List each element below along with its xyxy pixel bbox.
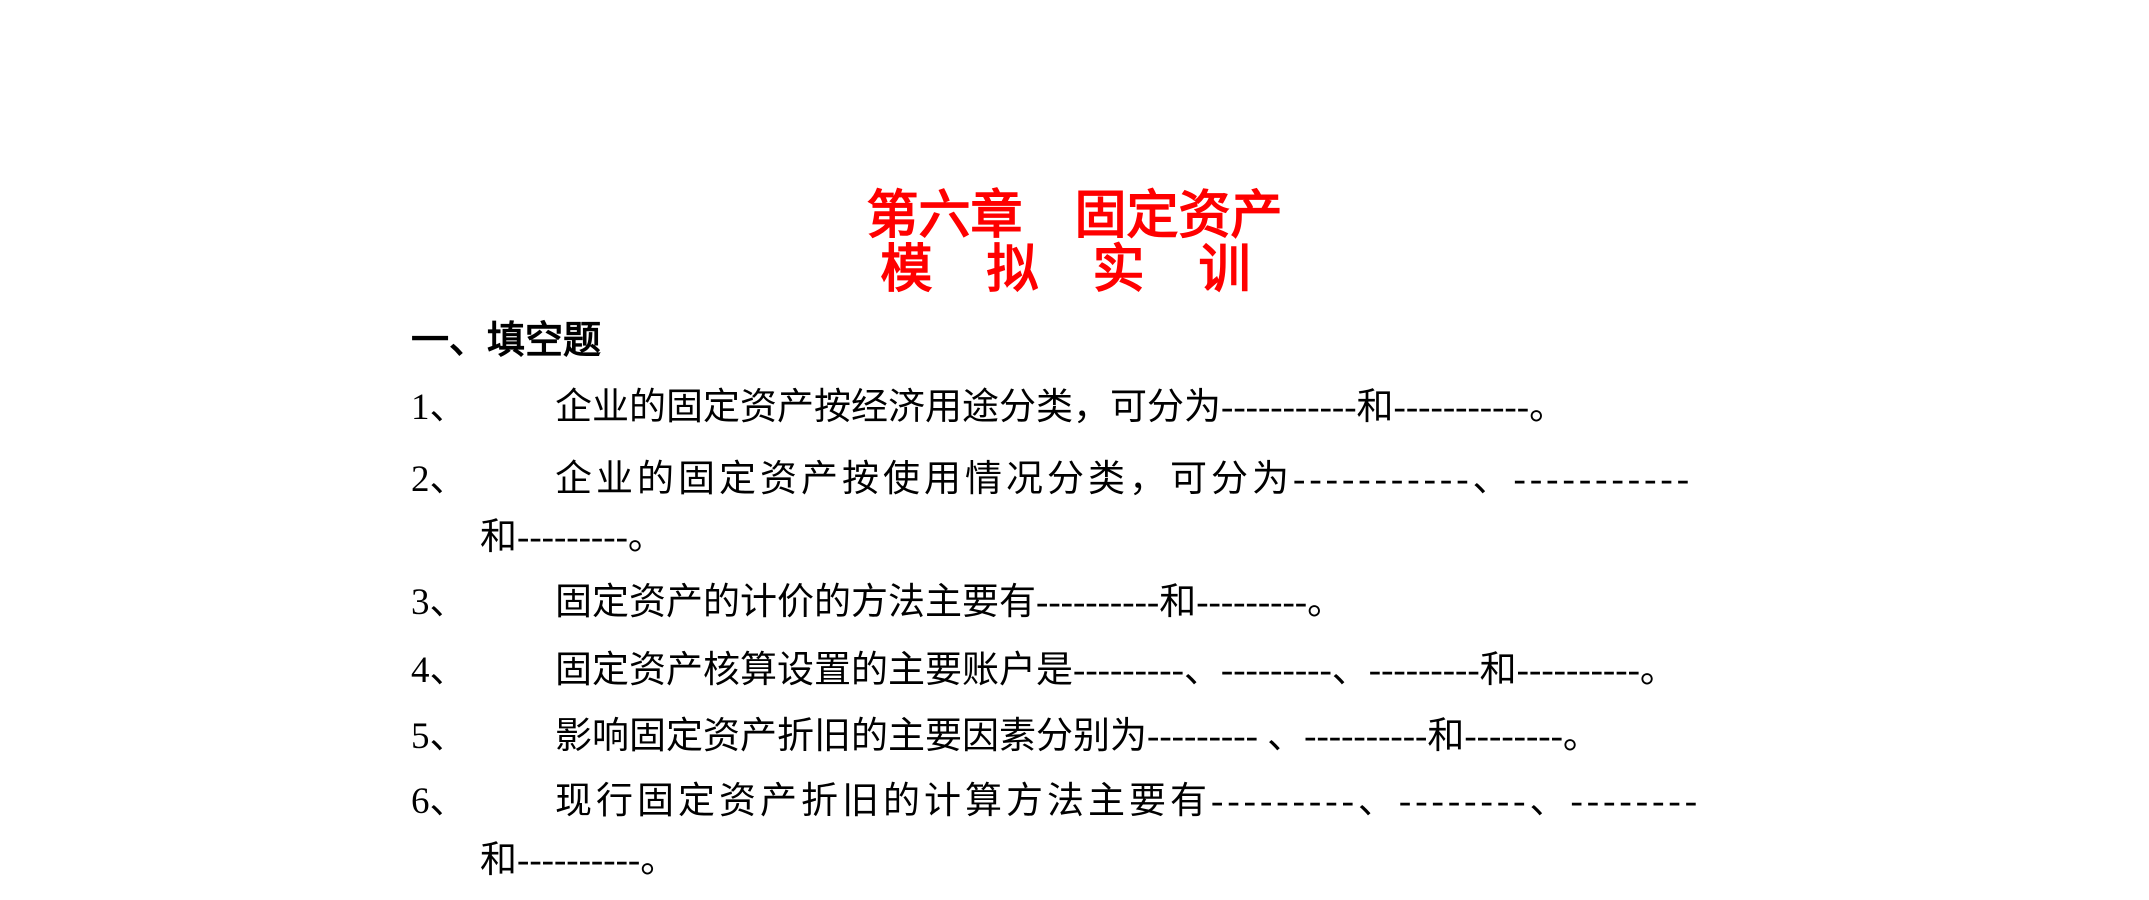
question-text: 现行固定资产折旧的计算方法主要有---------、--------、-----…	[555, 781, 1702, 822]
question-text: 影响固定资产折旧的主要因素分别为--------- 、----------和--…	[555, 716, 1600, 757]
question-number: 6、	[411, 781, 467, 822]
question-number: 2、	[411, 459, 467, 500]
question-number: 1、	[411, 387, 467, 428]
question-number: 4、	[411, 650, 467, 691]
chapter-subtitle: 模 拟 实 训	[880, 240, 1269, 300]
chapter-title: 第六章 固定资产	[866, 186, 1283, 246]
question-text: 固定资产核算设置的主要账户是---------、---------、------…	[555, 650, 1677, 691]
question-text: 企业的固定资产按使用情况分类，可分为-----------、----------…	[555, 459, 1694, 500]
question-number: 3、	[411, 582, 467, 623]
question-text-continued: 和---------。	[480, 517, 665, 558]
question-text-continued: 和----------。	[480, 840, 678, 881]
question-text: 企业的固定资产按经济用途分类，可分为-----------和----------…	[555, 387, 1567, 428]
question-number: 5、	[411, 716, 467, 757]
section-heading: 一、填空题	[411, 318, 602, 362]
question-text: 固定资产的计价的方法主要有----------和---------。	[555, 582, 1345, 623]
